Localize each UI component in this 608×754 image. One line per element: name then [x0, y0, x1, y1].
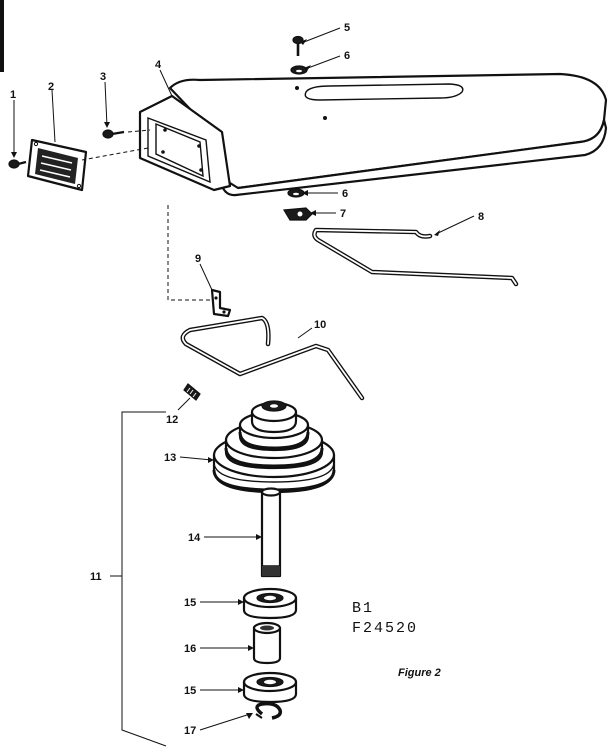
- callout-13: 13: [164, 452, 176, 464]
- rod-part-8: [312, 227, 519, 287]
- label-plate: [26, 138, 88, 192]
- callout-8: 8: [478, 211, 484, 223]
- belt-guard-housing: [138, 72, 608, 197]
- assembly-line-screw: [127, 129, 151, 133]
- set-screw-part-12: [183, 383, 201, 401]
- screw-part-3: [102, 129, 125, 139]
- stepped-pulley-part-13: [212, 400, 336, 494]
- screw-part-5: [292, 35, 304, 56]
- page-edge-mark: [0, 0, 4, 72]
- callout-11: 11: [90, 571, 102, 583]
- callout-12: 12: [166, 414, 178, 426]
- assembly-line-plate: [81, 147, 149, 161]
- callout-15-lower: 15: [184, 685, 196, 697]
- figure-caption: Figure 2: [398, 667, 441, 679]
- callout-7: 7: [340, 208, 346, 220]
- assembly-bracket-11: [121, 411, 167, 747]
- callout-15-upper: 15: [184, 597, 196, 609]
- callout-16: 16: [184, 643, 196, 655]
- callout-10: 10: [314, 319, 326, 331]
- callout-4: 4: [155, 59, 162, 71]
- callout-6-top: 6: [344, 50, 350, 62]
- callout-6-bottom: 6: [342, 188, 348, 200]
- clip-part-7: [282, 207, 313, 221]
- bracket-part-9: [210, 288, 232, 318]
- callout-2: 2: [48, 81, 54, 93]
- callout-5: 5: [344, 22, 350, 34]
- leader-lines: [11, 27, 475, 731]
- model-code-line-2: F24520: [352, 620, 418, 637]
- callout-14: 14: [188, 532, 201, 544]
- shaft-part-14: [260, 487, 282, 578]
- callout-17: 17: [184, 725, 196, 737]
- assembly-line-bracket: [167, 205, 210, 301]
- retaining-ring-part-17: [255, 701, 283, 720]
- model-code-line-1: B1: [352, 600, 374, 617]
- callout-1: 1: [10, 89, 16, 101]
- screw-part-1: [8, 159, 27, 169]
- bearing-part-15-lower: [242, 671, 298, 704]
- callout-9: 9: [195, 253, 201, 265]
- spacer-part-16: [252, 621, 282, 665]
- callout-3: 3: [100, 71, 106, 83]
- rod-part-10: [180, 315, 365, 401]
- bearing-part-15-upper: [242, 587, 298, 620]
